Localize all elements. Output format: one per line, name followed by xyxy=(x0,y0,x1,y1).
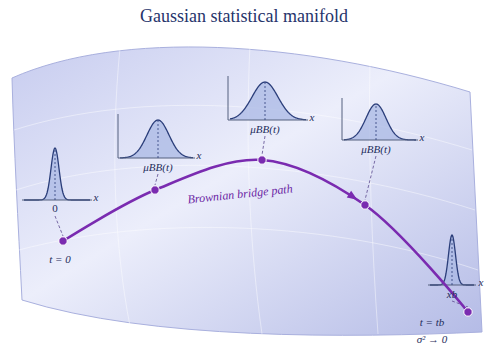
time-label: t = 0 xyxy=(49,254,70,265)
surface-grid xyxy=(14,44,478,334)
y-axis xyxy=(118,114,119,158)
path-point xyxy=(361,201,369,209)
leader-line xyxy=(55,216,63,236)
gaussian-inset xyxy=(428,235,476,307)
gaussian-curve xyxy=(24,148,90,200)
gaussian-fill xyxy=(430,235,474,285)
axis-label: x xyxy=(310,112,315,123)
title: Gaussian statistical manifold xyxy=(140,7,348,25)
gaussian-fill xyxy=(120,120,193,158)
mean-label: μBB(t) xyxy=(143,162,172,173)
endpoint-label: xb xyxy=(447,289,457,300)
mean-line xyxy=(452,235,453,285)
gaussian-fill xyxy=(24,148,90,200)
path-point xyxy=(151,186,159,194)
grid-line xyxy=(115,48,130,326)
gaussian-curve xyxy=(230,82,306,120)
leader-line xyxy=(262,136,265,155)
axis-label: x xyxy=(94,192,99,203)
gaussian-curve xyxy=(120,120,193,158)
manifold-surface xyxy=(12,47,482,335)
mean-line xyxy=(265,82,266,120)
mean-label: μBB(t) xyxy=(250,124,279,135)
x-axis xyxy=(118,158,195,159)
leader-line xyxy=(155,174,158,185)
mean-line xyxy=(55,148,56,200)
path-point xyxy=(464,308,472,316)
gaussian-curve xyxy=(430,235,474,285)
x-axis xyxy=(22,200,92,201)
grid-line xyxy=(16,165,475,210)
path-point xyxy=(258,156,266,164)
gaussian-insets xyxy=(22,76,476,307)
gaussian-inset xyxy=(228,76,308,155)
axis-label: x xyxy=(479,277,484,288)
x-axis xyxy=(342,140,418,141)
gaussian-fill xyxy=(230,82,306,120)
gaussian-fill xyxy=(344,104,416,140)
gaussian-inset xyxy=(22,148,92,236)
path-point xyxy=(59,237,67,245)
time-label: t = tb xyxy=(420,317,445,328)
axis-label: x xyxy=(420,132,425,143)
y-axis xyxy=(228,76,229,120)
axis-label: x xyxy=(197,150,202,161)
arrow-head xyxy=(347,191,360,203)
brownian-bridge-path xyxy=(63,160,468,312)
x-axis xyxy=(228,120,308,121)
mean-label: μBB(t) xyxy=(361,144,390,155)
mean-line xyxy=(376,104,377,140)
variance-label: σ² → 0 xyxy=(417,334,448,345)
grid-line xyxy=(19,227,478,270)
gaussian-inset xyxy=(342,98,418,200)
y-axis xyxy=(342,98,343,140)
gaussian-inset xyxy=(118,114,195,185)
gaussian-curve xyxy=(344,104,416,140)
bridge-path-group xyxy=(59,156,472,316)
leader-line xyxy=(365,156,376,200)
grid-line xyxy=(369,62,378,334)
mean-line xyxy=(158,120,159,158)
axis-label: 0 xyxy=(52,203,58,214)
